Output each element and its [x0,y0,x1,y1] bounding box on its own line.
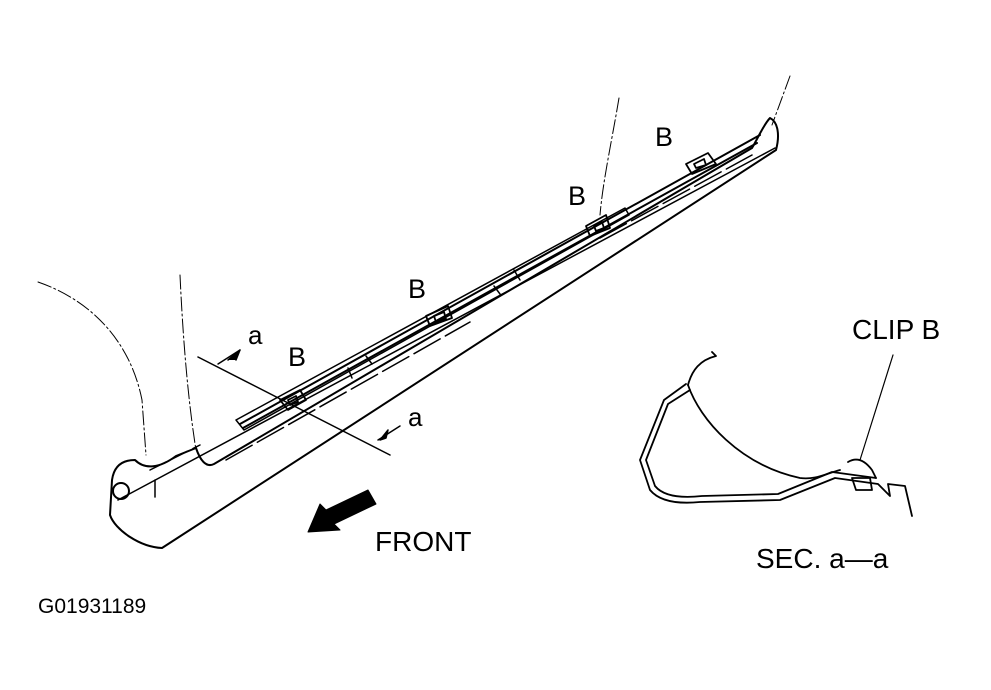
front-label: FRONT [375,526,472,557]
clip-b-label-2: B [408,274,427,304]
clip-b-label-1: B [288,342,307,372]
clip-b-callout: CLIP B [852,314,941,345]
section-marker-bottom: a [408,402,423,432]
clip-b-label-4: B [655,122,674,152]
rocker-panel [109,117,779,549]
section-marker-top: a [248,320,263,350]
clip-b-2 [425,305,453,327]
section-line-a-a [197,349,401,456]
figure-id: G01931189 [38,595,147,618]
clip-b-4 [685,152,717,175]
retainer-strip [235,207,630,431]
body-phantom-lines [37,75,791,456]
clip-b-label-3: B [568,181,587,211]
clip-b-1 [279,389,307,411]
front-arrow [307,489,377,533]
section-view [639,351,913,517]
section-view-title: SEC. a—a [756,543,889,574]
clip-b-3 [585,214,611,237]
